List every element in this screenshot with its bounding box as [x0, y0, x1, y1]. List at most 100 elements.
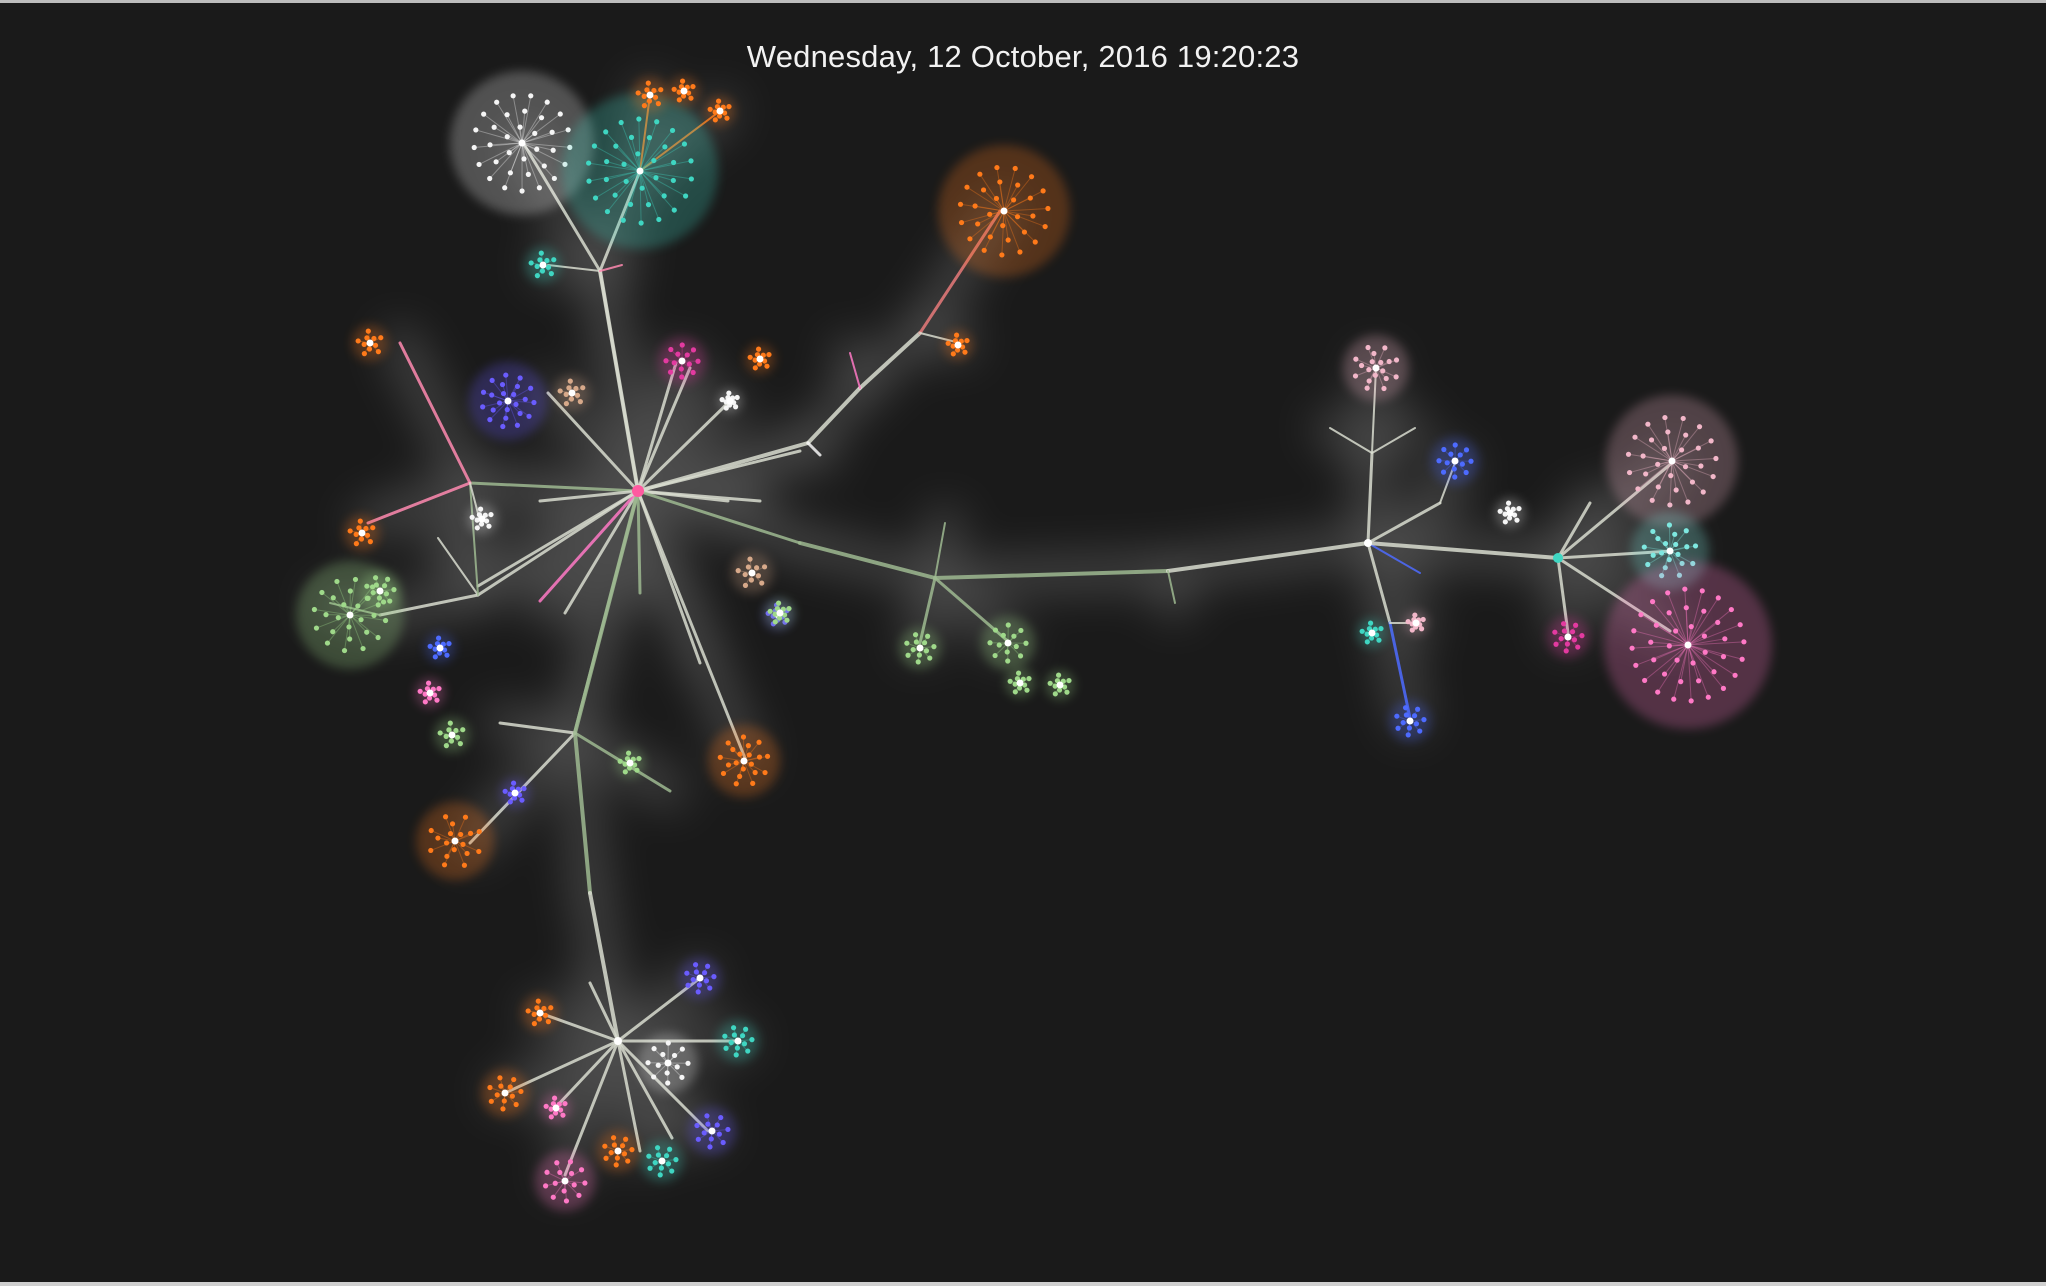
cluster-right-top-leaf[interactable] [1371, 350, 1377, 357]
cluster-green-ll-center[interactable] [448, 731, 456, 739]
cluster-far-right-pink-leaf[interactable] [1666, 610, 1672, 616]
cluster-orange-fan-leaf[interactable] [997, 179, 1003, 185]
cluster-far-right-pink-leaf[interactable] [1649, 599, 1656, 605]
cluster-bottom-10-leaf[interactable] [541, 1005, 547, 1012]
cluster-green-mid2-leaf[interactable] [992, 652, 998, 659]
cluster-orange-ll-leaf[interactable] [441, 862, 448, 868]
cluster-bottom-7-leaf[interactable] [544, 1169, 550, 1175]
cluster-top-teal-leaf[interactable] [603, 129, 609, 135]
cluster-far-right-top-leaf[interactable] [1713, 455, 1719, 462]
cluster-green-left-leaf[interactable] [323, 612, 329, 618]
cluster-top-teal-leaf[interactable] [592, 195, 599, 201]
cluster-orange-ll-leaf[interactable] [435, 835, 441, 841]
cluster-top-teal-leaf[interactable] [604, 158, 610, 165]
cluster-far-right-magenta-leaf[interactable] [1558, 635, 1564, 642]
cluster-orange-small-leaf[interactable] [755, 346, 762, 352]
cluster-right-white-leaf[interactable] [1497, 508, 1503, 514]
cluster-far-right-cyan-leaf[interactable] [1662, 540, 1669, 547]
cluster-right-blue-leaf[interactable] [1441, 446, 1447, 453]
cluster-tan-low-leaf[interactable] [747, 556, 753, 562]
cluster-top-left-leaf[interactable] [494, 99, 500, 105]
cluster-right-blue-leaf[interactable] [1463, 447, 1470, 453]
cluster-top-teal-leaf[interactable] [636, 116, 642, 122]
cluster-green-left-leaf[interactable] [324, 640, 331, 646]
cluster-orange-left-leaf[interactable] [375, 349, 381, 355]
cluster-pink-left-leaf[interactable] [422, 691, 428, 697]
cluster-top-left-leaf[interactable] [557, 111, 563, 117]
cluster-white-small-leaf[interactable] [732, 404, 739, 410]
cluster-orange-fan-leaf[interactable] [981, 247, 987, 253]
cluster-green-left2-center[interactable] [376, 587, 384, 595]
cluster-purple-leaf[interactable] [514, 422, 521, 428]
cluster-top-teal-leaf[interactable] [639, 185, 645, 191]
cluster-far-right-top-leaf[interactable] [1648, 437, 1655, 443]
cluster-orange-fan-leaf[interactable] [975, 221, 981, 227]
cluster-orange-small-leaf[interactable] [752, 357, 758, 363]
cluster-far-right-pink-leaf[interactable] [1666, 643, 1672, 649]
cluster-right-pink-leaf[interactable] [1418, 626, 1425, 632]
cluster-far-right-cyan-leaf[interactable] [1658, 550, 1665, 556]
cluster-orange-left-leaf[interactable] [355, 338, 361, 344]
cluster-orange-fan-leaf[interactable] [1028, 174, 1035, 180]
cluster-orange-fan-leaf[interactable] [972, 203, 978, 209]
cluster-orange-ll-center[interactable] [451, 837, 459, 845]
cluster-far-right-magenta-center[interactable] [1564, 633, 1572, 641]
cluster-pink-left-leaf[interactable] [436, 685, 442, 692]
cluster-orange-top-leaf[interactable] [645, 80, 651, 86]
cluster-green-mid2-leaf[interactable] [1023, 640, 1029, 646]
cluster-bottom-2-leaf[interactable] [730, 1025, 737, 1031]
cluster-far-right-pink-leaf[interactable] [1638, 612, 1644, 618]
cluster-blue-left-leaf[interactable] [427, 643, 433, 649]
cluster-green-mid4-leaf[interactable] [1052, 691, 1058, 697]
cluster-bottom-6-leaf[interactable] [602, 1143, 608, 1149]
cluster-orange-low-leaf[interactable] [752, 769, 758, 776]
cluster-magenta-leaf[interactable] [675, 351, 681, 357]
cluster-green-left-leaf[interactable] [347, 588, 353, 594]
cluster-far-right-cyan-leaf[interactable] [1666, 557, 1672, 563]
cluster-top-teal-leaf[interactable] [604, 208, 611, 215]
right-hub-node[interactable] [1364, 539, 1372, 547]
cluster-green-mid2-leaf[interactable] [987, 640, 993, 646]
cluster-far-right-top-leaf[interactable] [1695, 445, 1701, 451]
cluster-far-right-pink-leaf[interactable] [1673, 628, 1679, 634]
cluster-orange-low-leaf[interactable] [737, 751, 743, 757]
cluster-far-right-pink-leaf[interactable] [1671, 696, 1677, 702]
cluster-top-teal-leaf[interactable] [591, 143, 598, 149]
cluster-top-teal-leaf[interactable] [688, 158, 694, 164]
cluster-teal-small-leaf[interactable] [539, 268, 546, 274]
cluster-far-right-top-leaf[interactable] [1679, 447, 1685, 453]
cluster-orange-ll-leaf[interactable] [447, 830, 454, 837]
cluster-top-left-leaf[interactable] [519, 188, 525, 194]
cluster-orange-top2-leaf[interactable] [690, 83, 696, 90]
cluster-purple-leaf[interactable] [500, 423, 506, 430]
cluster-green-mid4-leaf[interactable] [1066, 677, 1072, 684]
cluster-far-right-pink-leaf[interactable] [1715, 595, 1721, 601]
cluster-top-teal-leaf[interactable] [586, 160, 592, 166]
cluster-orange-mid-leaf[interactable] [945, 340, 951, 346]
cluster-right-white-center[interactable] [1506, 509, 1514, 517]
cluster-top-teal-leaf[interactable] [653, 175, 659, 181]
cluster-green-left-leaf[interactable] [341, 647, 348, 654]
cluster-right-teal-leaf[interactable] [1364, 639, 1370, 645]
cluster-purple-leaf[interactable] [517, 375, 523, 381]
cluster-orange-left2-leaf[interactable] [367, 539, 373, 545]
cluster-right-blue2-leaf[interactable] [1413, 721, 1420, 727]
cluster-green-mid4-leaf[interactable] [1055, 672, 1062, 678]
cluster-far-right-pink-leaf[interactable] [1661, 671, 1668, 677]
cluster-pink-left-leaf[interactable] [422, 699, 428, 705]
cluster-right-pink-leaf[interactable] [1409, 627, 1415, 633]
cluster-orange-low-leaf[interactable] [725, 762, 732, 768]
cluster-right-top-leaf[interactable] [1386, 358, 1392, 365]
cluster-bottom-7-leaf[interactable] [571, 1182, 577, 1188]
cluster-top-left-leaf[interactable] [491, 124, 497, 130]
cluster-bottom-2-center[interactable] [734, 1037, 742, 1045]
cluster-top-left-leaf[interactable] [487, 175, 493, 182]
cluster-orange-low-leaf[interactable] [756, 739, 762, 745]
cluster-orange-top3-leaf[interactable] [712, 117, 718, 123]
cluster-orange-left-leaf[interactable] [371, 335, 377, 342]
cluster-bottom-8-leaf[interactable] [487, 1084, 493, 1091]
cluster-magenta-leaf[interactable] [686, 361, 692, 367]
cluster-bottom-5-leaf[interactable] [647, 1165, 653, 1171]
cluster-green-mid-leaf[interactable] [912, 632, 919, 638]
cluster-top-left-leaf[interactable] [536, 185, 542, 191]
